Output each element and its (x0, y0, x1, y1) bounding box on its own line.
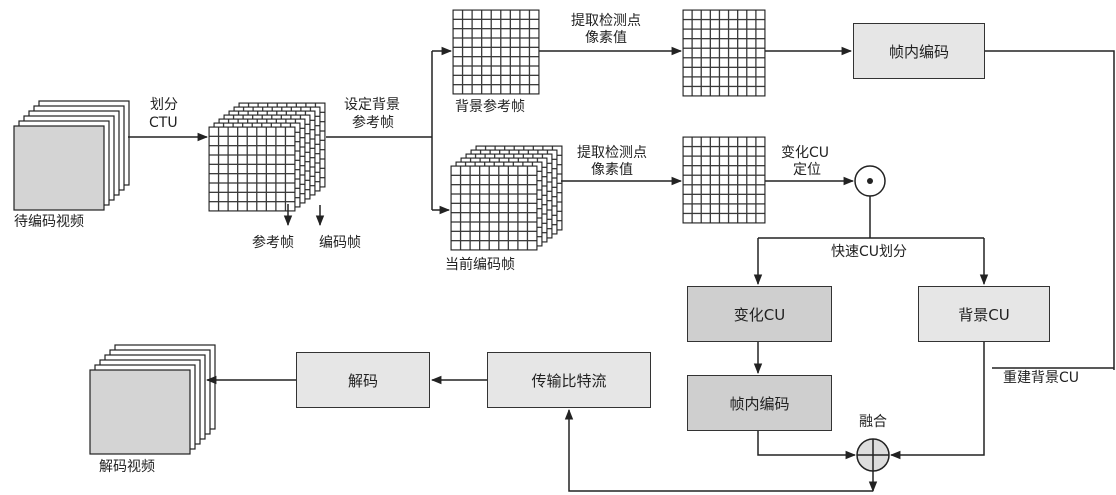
extract-mid-label-1: 提取检测点 (577, 145, 647, 161)
input-video-label: 待编码视频 (14, 214, 84, 230)
split-ctu-label-1: 划分 (150, 97, 178, 113)
arrow-bgcu-to-fusion (889, 342, 985, 460)
extracted-mid-grid-icon (682, 136, 766, 224)
change-cu-locate-label-2: 定位 (793, 162, 821, 178)
decode-box: 解码 (296, 352, 430, 408)
background-ref-grid-icon (452, 9, 540, 95)
change-cu-locate-label-1: 变化CU (781, 145, 830, 161)
set-bg-ref-label-1: 设定背景 (344, 97, 400, 113)
background-cu-box: 背景CU (918, 286, 1050, 342)
change-cu-box: 变化CU (687, 286, 832, 342)
extract-top-label-2: 像素值 (585, 30, 627, 46)
arrow-to-bitstream (564, 408, 873, 492)
ctu-frames-stack-icon-layer (208, 126, 296, 212)
input-video-stack-icon (13, 100, 130, 211)
line-intra-top-right (985, 50, 1115, 370)
ctu-frames-stack-icon (208, 102, 326, 212)
fast-cu-split-label: 快速CU划分 (831, 244, 908, 260)
fusion-circle-icon (856, 438, 890, 472)
arrow-intra-to-fusion (757, 431, 857, 460)
bg-ref-frame-label: 背景参考帧 (455, 99, 525, 115)
current-frame-stack-icon (450, 145, 563, 251)
extracted-top-grid-icon (682, 9, 766, 97)
intra-coding-bottom-box: 帧内编码 (687, 375, 832, 431)
encode-frame-label: 编码帧 (319, 235, 361, 251)
decoded-video-stack-icon (89, 344, 216, 455)
current-frame-label: 当前编码帧 (445, 257, 515, 273)
set-bg-ref-label-2: 参考帧 (352, 115, 394, 131)
rebuild-bg-cu-label: 重建背景CU (1003, 370, 1080, 386)
locate-circle-icon (854, 165, 886, 197)
ref-frame-label: 参考帧 (252, 235, 294, 251)
intra-coding-top-box: 帧内编码 (853, 23, 985, 79)
extract-mid-label-2: 像素值 (591, 162, 633, 178)
bitstream-box: 传输比特流 (487, 352, 651, 408)
fusion-label: 融合 (859, 414, 887, 430)
split-ctu-label-2: CTU (149, 115, 178, 131)
decoded-video-label: 解码视频 (99, 459, 155, 475)
extract-top-label-1: 提取检测点 (571, 13, 641, 29)
current-frame-stack-icon-layer (450, 165, 538, 251)
